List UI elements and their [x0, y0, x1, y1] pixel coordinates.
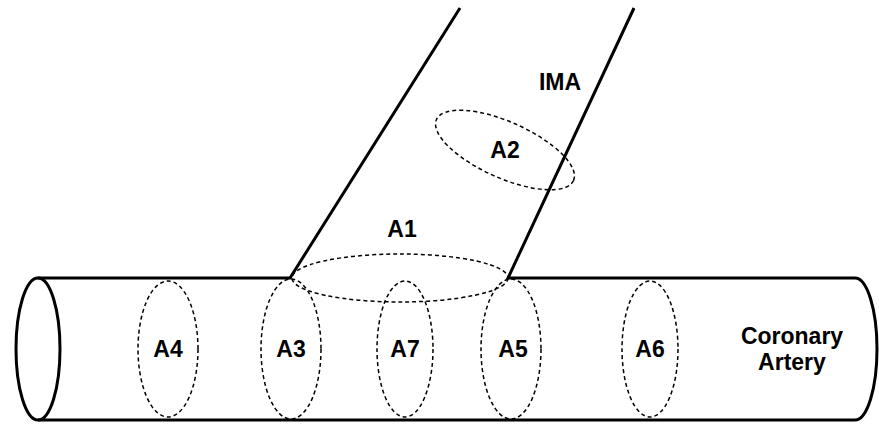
section-ellipse [138, 281, 198, 417]
vessel-end [855, 278, 877, 420]
vessel-wall [38, 8, 460, 278]
section-label: A6 [635, 336, 664, 362]
section-label: A7 [390, 336, 419, 362]
section-label: A3 [276, 336, 305, 362]
vessel-name: IMA [539, 69, 581, 95]
vessel-wall [508, 8, 855, 278]
section-ellipse [292, 254, 508, 302]
section-ellipse [425, 94, 585, 206]
vessel-name: Coronary Artery [737, 323, 847, 376]
section-label: A4 [153, 336, 182, 362]
section-ellipse [377, 281, 433, 417]
section-ellipse [261, 279, 321, 419]
vessel-wall [38, 419, 855, 422]
section-ellipse [622, 281, 678, 417]
section-label: A1 [387, 216, 416, 242]
vessel-opening [16, 278, 60, 420]
section-ellipse [481, 279, 541, 419]
section-label: A2 [490, 137, 519, 163]
section-label: A5 [498, 336, 527, 362]
